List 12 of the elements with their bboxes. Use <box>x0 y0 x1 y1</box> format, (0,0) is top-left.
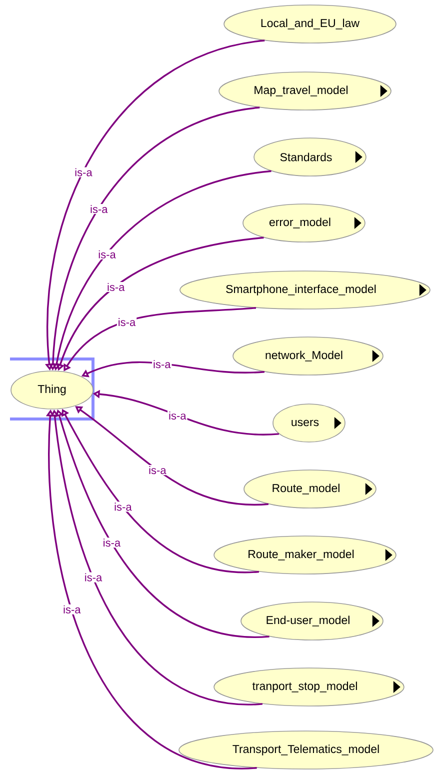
edge-label: is-a <box>90 204 108 214</box>
edge-label: is-a <box>114 502 132 511</box>
edge-label: is-a <box>64 605 81 614</box>
edge-label: is-a <box>98 250 116 258</box>
edge-label: is-a <box>169 412 186 420</box>
edge-label: is-a <box>75 168 92 176</box>
edge-label: is-a <box>85 573 102 582</box>
edge-label: is-a <box>118 318 136 326</box>
edge-label: is-a <box>154 360 171 368</box>
edge-label: is-a <box>108 282 125 292</box>
edge-label: is-a <box>149 466 166 474</box>
edge-label: is-a <box>104 538 121 547</box>
